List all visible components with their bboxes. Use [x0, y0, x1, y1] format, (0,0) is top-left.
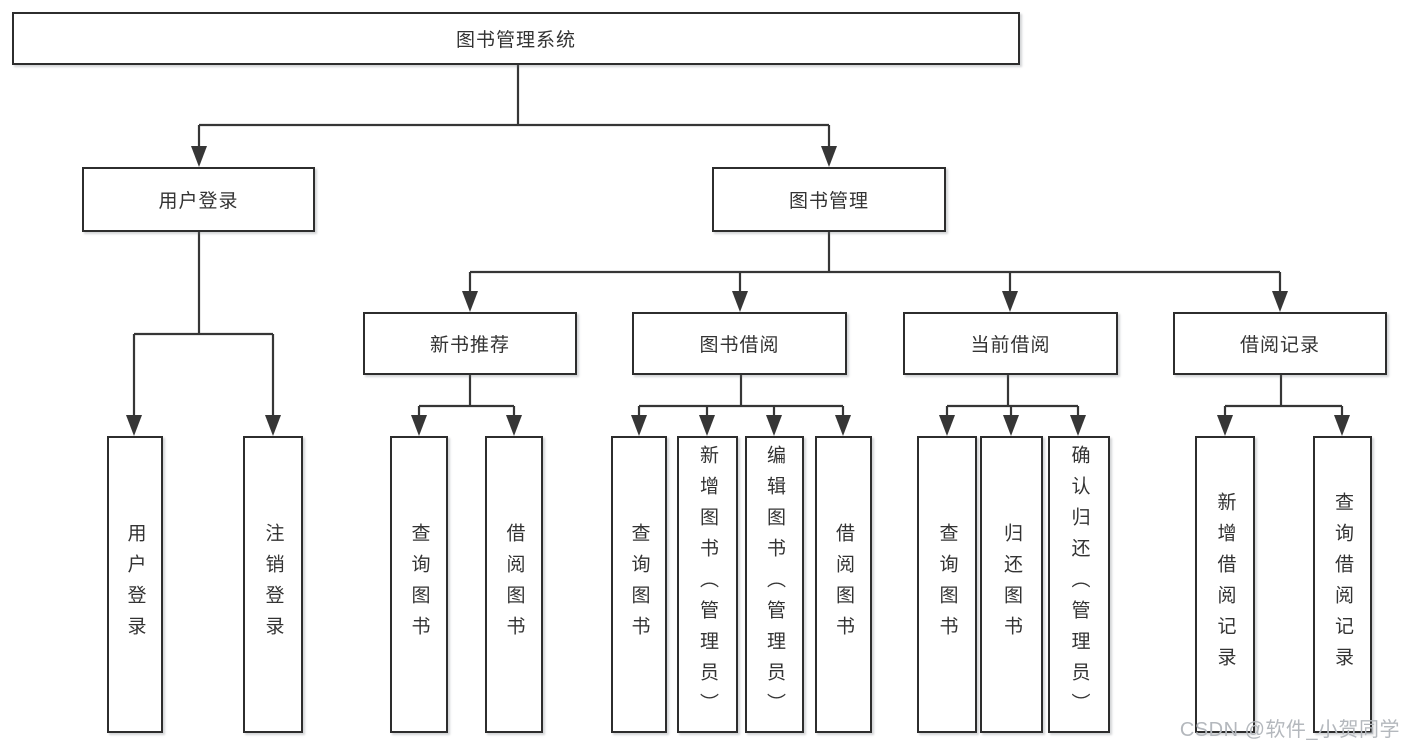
- node-book-management: 图书管理: [712, 167, 946, 232]
- leaf-edit-book-admin: 编辑图书（管理员）: [745, 436, 804, 733]
- arrow-down-icon: [1003, 415, 1019, 436]
- leaf-query-books-borrow: 查询图书: [611, 436, 667, 733]
- arrowheads: [126, 146, 1350, 436]
- node-book-borrow: 图书借阅: [632, 312, 847, 375]
- arrow-down-icon: [506, 415, 522, 436]
- arrow-down-icon: [631, 415, 647, 436]
- arrow-down-icon: [462, 291, 478, 312]
- arrow-down-icon: [191, 146, 207, 167]
- leaf-query-books-recommend: 查询图书: [390, 436, 448, 733]
- csdn-watermark: CSDN @软件_小贺同学: [1179, 719, 1400, 741]
- leaf-borrow-books-recommend: 借阅图书: [485, 436, 543, 733]
- arrow-down-icon: [411, 415, 427, 436]
- arrow-down-icon: [939, 415, 955, 436]
- arrow-down-icon: [1217, 415, 1233, 436]
- arrow-down-icon: [1070, 415, 1086, 436]
- leaf-add-book-admin: 新增图书（管理员）: [677, 436, 738, 733]
- arrow-down-icon: [699, 415, 715, 436]
- arrow-down-icon: [126, 415, 142, 436]
- arrow-down-icon: [1334, 415, 1350, 436]
- arrow-down-icon: [835, 415, 851, 436]
- leaf-borrow-books: 借阅图书: [815, 436, 872, 733]
- arrow-down-icon: [1272, 291, 1288, 312]
- arrow-down-icon: [766, 415, 782, 436]
- node-new-book-recommend: 新书推荐: [363, 312, 577, 375]
- node-borrow-records: 借阅记录: [1173, 312, 1387, 375]
- leaf-logout-login: 注销登录: [243, 436, 303, 733]
- leaf-return-books: 归还图书: [980, 436, 1043, 733]
- leaf-query-borrow-record: 查询借阅记录: [1313, 436, 1372, 733]
- node-user-login: 用户登录: [82, 167, 315, 232]
- node-current-borrow: 当前借阅: [903, 312, 1118, 375]
- arrow-down-icon: [1002, 291, 1018, 312]
- leaf-user-login: 用户登录: [107, 436, 163, 733]
- arrow-down-icon: [821, 146, 837, 167]
- leaf-query-books-current: 查询图书: [917, 436, 977, 733]
- arrow-down-icon: [265, 415, 281, 436]
- leaf-confirm-return-admin: 确认归还（管理员）: [1048, 436, 1110, 733]
- node-root: 图书管理系统: [12, 12, 1020, 65]
- arrow-down-icon: [732, 291, 748, 312]
- tree-lines: [132, 65, 1344, 419]
- leaf-add-borrow-record: 新增借阅记录: [1195, 436, 1255, 733]
